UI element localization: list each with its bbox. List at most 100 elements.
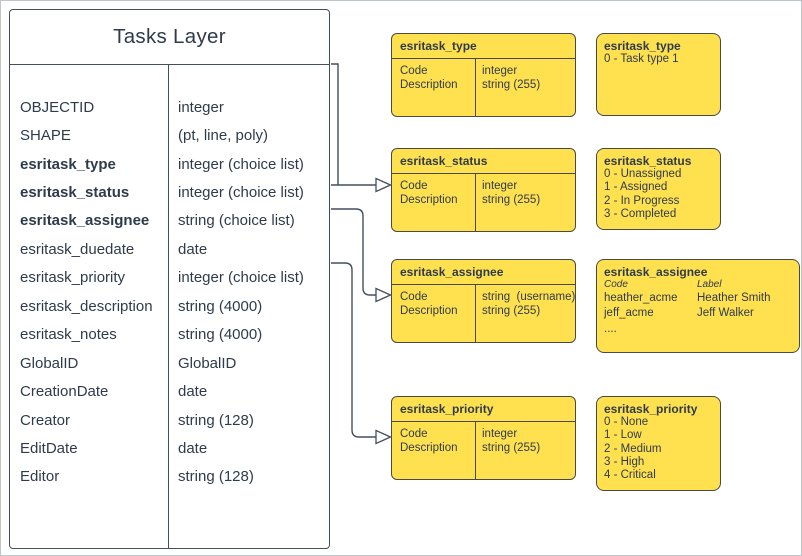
connector-type <box>331 63 339 185</box>
field-row: SHAPE (pt, line, poly) <box>10 121 329 149</box>
assignee-label: Heather Smith <box>697 292 771 304</box>
domain-field-name: Description <box>400 79 458 92</box>
field-row: esritask_status integer (choice list) <box>10 178 329 206</box>
field-type: GlobalID <box>178 354 237 372</box>
domain-field-type: string (255) <box>482 442 541 455</box>
field-type: integer (choice list) <box>178 269 304 287</box>
domain-field-types: string (username) string (255) <box>482 290 575 318</box>
domain-table-title: esritask_priority <box>392 397 575 422</box>
field-name: esritask_priority <box>20 269 126 287</box>
domain-table-title: esritask_assignee <box>392 260 575 285</box>
field-type: string (128) <box>178 411 254 429</box>
assignee-code: heather_acme <box>604 292 678 304</box>
value-list-item: 0 - None <box>604 416 649 428</box>
domain-field-types: integer string (255) <box>482 64 540 92</box>
field-name: esritask_status <box>20 184 130 202</box>
field-name: SHAPE <box>20 127 71 145</box>
domain-field-name: Code <box>400 65 428 77</box>
field-type: date <box>178 439 208 457</box>
field-name: esritask_description <box>20 297 153 315</box>
assignee-grid: Code Label heather_acme Heather Smith jeff_a… <box>604 279 792 320</box>
field-row: esritask_description string (4000) <box>10 292 329 320</box>
value-list-title: esritask_type <box>604 39 681 53</box>
field-name: esritask_assignee <box>20 212 150 230</box>
field-type: string (4000) <box>178 297 263 315</box>
field-row: esritask_type integer (choice list) <box>10 150 329 178</box>
domain-field-name: Code <box>400 291 428 303</box>
field-type: date <box>178 240 208 258</box>
domain-field-types: integer string (255) <box>482 427 540 455</box>
arrowhead-priority <box>375 429 393 445</box>
assignee-label: Jeff Walker <box>697 306 754 319</box>
field-name: Editor <box>20 468 60 486</box>
value-list-title: esritask_status <box>604 154 692 168</box>
domain-field-type: integer <box>482 65 518 77</box>
value-list-items: 0 - Task type 1 <box>604 53 713 66</box>
field-type: integer (choice list) <box>178 155 304 173</box>
assignee-code: jeff_acme <box>604 306 654 319</box>
value-list-item: 4 - Critical <box>604 469 656 482</box>
field-name: Creator <box>20 411 71 429</box>
domain-field-name: Description <box>400 305 458 318</box>
domain-field-type: string (username) <box>482 291 576 303</box>
field-type: string (choice list) <box>178 212 295 230</box>
domain-field-name: Description <box>400 194 458 207</box>
value-list-item: 2 - In Progress <box>604 194 680 207</box>
domain-field-type: integer <box>482 180 518 192</box>
value-list-item: 1 - Assigned <box>604 181 668 194</box>
table-column-divider <box>475 421 477 479</box>
field-row: esritask_priority integer (choice list) <box>10 264 329 292</box>
column-divider <box>168 64 170 548</box>
domain-table-title: esritask_status <box>392 149 575 174</box>
value-list-item: 2 - Medium <box>604 442 662 455</box>
connector-assignee <box>331 208 376 296</box>
field-type: (pt, line, poly) <box>178 127 269 145</box>
domain-field-type: string (255) <box>482 305 541 318</box>
table-column-divider <box>475 173 477 231</box>
connector-priority <box>331 262 376 438</box>
field-name: CreationDate <box>20 383 109 401</box>
field-name: esritask_notes <box>20 326 117 344</box>
assignee-label-header: Label <box>697 279 722 290</box>
table-column-divider <box>475 284 477 342</box>
field-name: esritask_type <box>20 155 116 173</box>
field-type: date <box>178 383 208 401</box>
domain-field-type: string (255) <box>482 79 541 92</box>
domain-field-type: integer <box>482 428 518 440</box>
tasks-layer-title: Tasks Layer <box>10 10 329 65</box>
assignee-code-header: Code <box>604 279 628 290</box>
arrowhead-status <box>375 177 393 193</box>
value-list-title: esritask_priority <box>604 402 698 416</box>
value-list-item: 0 - Task type 1 <box>604 53 679 65</box>
domain-table-title: esritask_type <box>392 34 575 59</box>
value-list-title: esritask_assignee <box>604 265 708 279</box>
field-type: integer <box>178 98 224 116</box>
domain-field-name: Description <box>400 442 458 455</box>
field-row: EditDate date <box>10 434 329 462</box>
field-type: integer (choice list) <box>178 184 304 202</box>
field-name: GlobalID <box>20 354 79 372</box>
field-name: EditDate <box>20 439 78 457</box>
field-name: OBJECTID <box>20 98 95 116</box>
field-row: CreationDate date <box>10 377 329 405</box>
domain-field-name: Code <box>400 428 428 440</box>
value-list-item: 3 - High <box>604 455 645 468</box>
field-type: string (4000) <box>178 326 263 344</box>
